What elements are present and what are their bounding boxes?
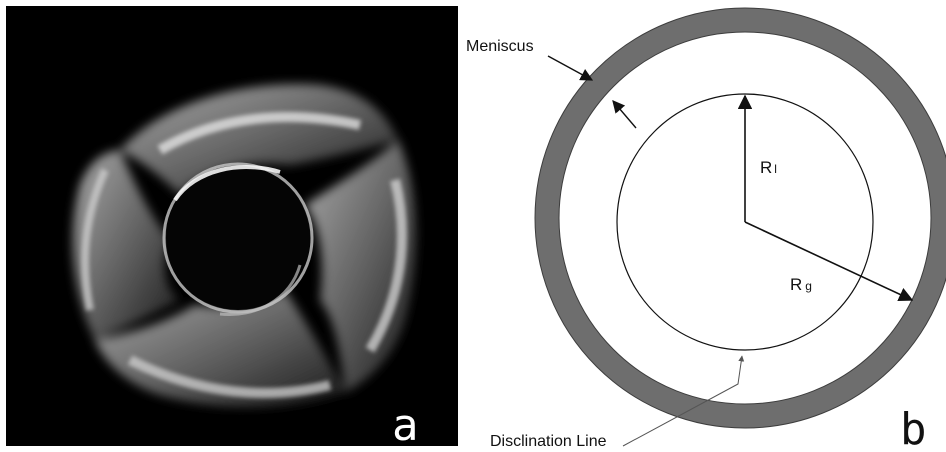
panel-a: a (6, 6, 458, 451)
disclination-label: Disclination Line (490, 433, 607, 450)
panel-a-letter: a (392, 400, 419, 451)
meniscus-label: Meniscus (466, 38, 534, 55)
r-g-arrow (745, 222, 912, 300)
meniscus-arrow-outer (548, 56, 592, 80)
meniscus-arrow-inner (613, 101, 636, 128)
panel-b-letter: b (900, 404, 927, 452)
